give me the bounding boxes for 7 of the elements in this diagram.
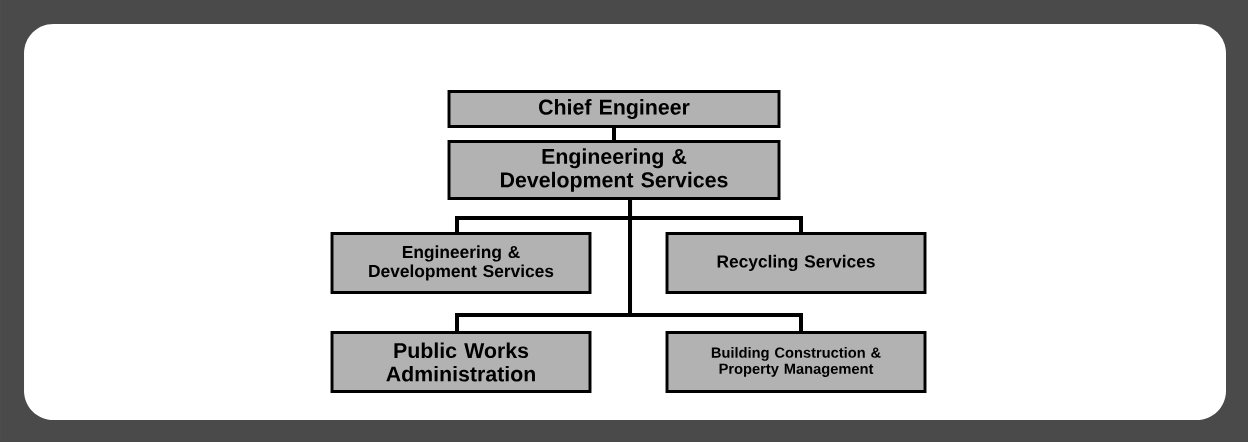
connector-line — [612, 125, 616, 143]
org-box: Recycling Services — [665, 232, 927, 294]
org-box: Engineering & Development Services — [330, 232, 592, 294]
org-box: Building Construction & Property Management — [665, 331, 927, 393]
org-box: Engineering & Development Services — [447, 140, 781, 200]
org-box: Public Works Administration — [330, 331, 592, 393]
org-box: Chief Engineer — [447, 90, 781, 128]
